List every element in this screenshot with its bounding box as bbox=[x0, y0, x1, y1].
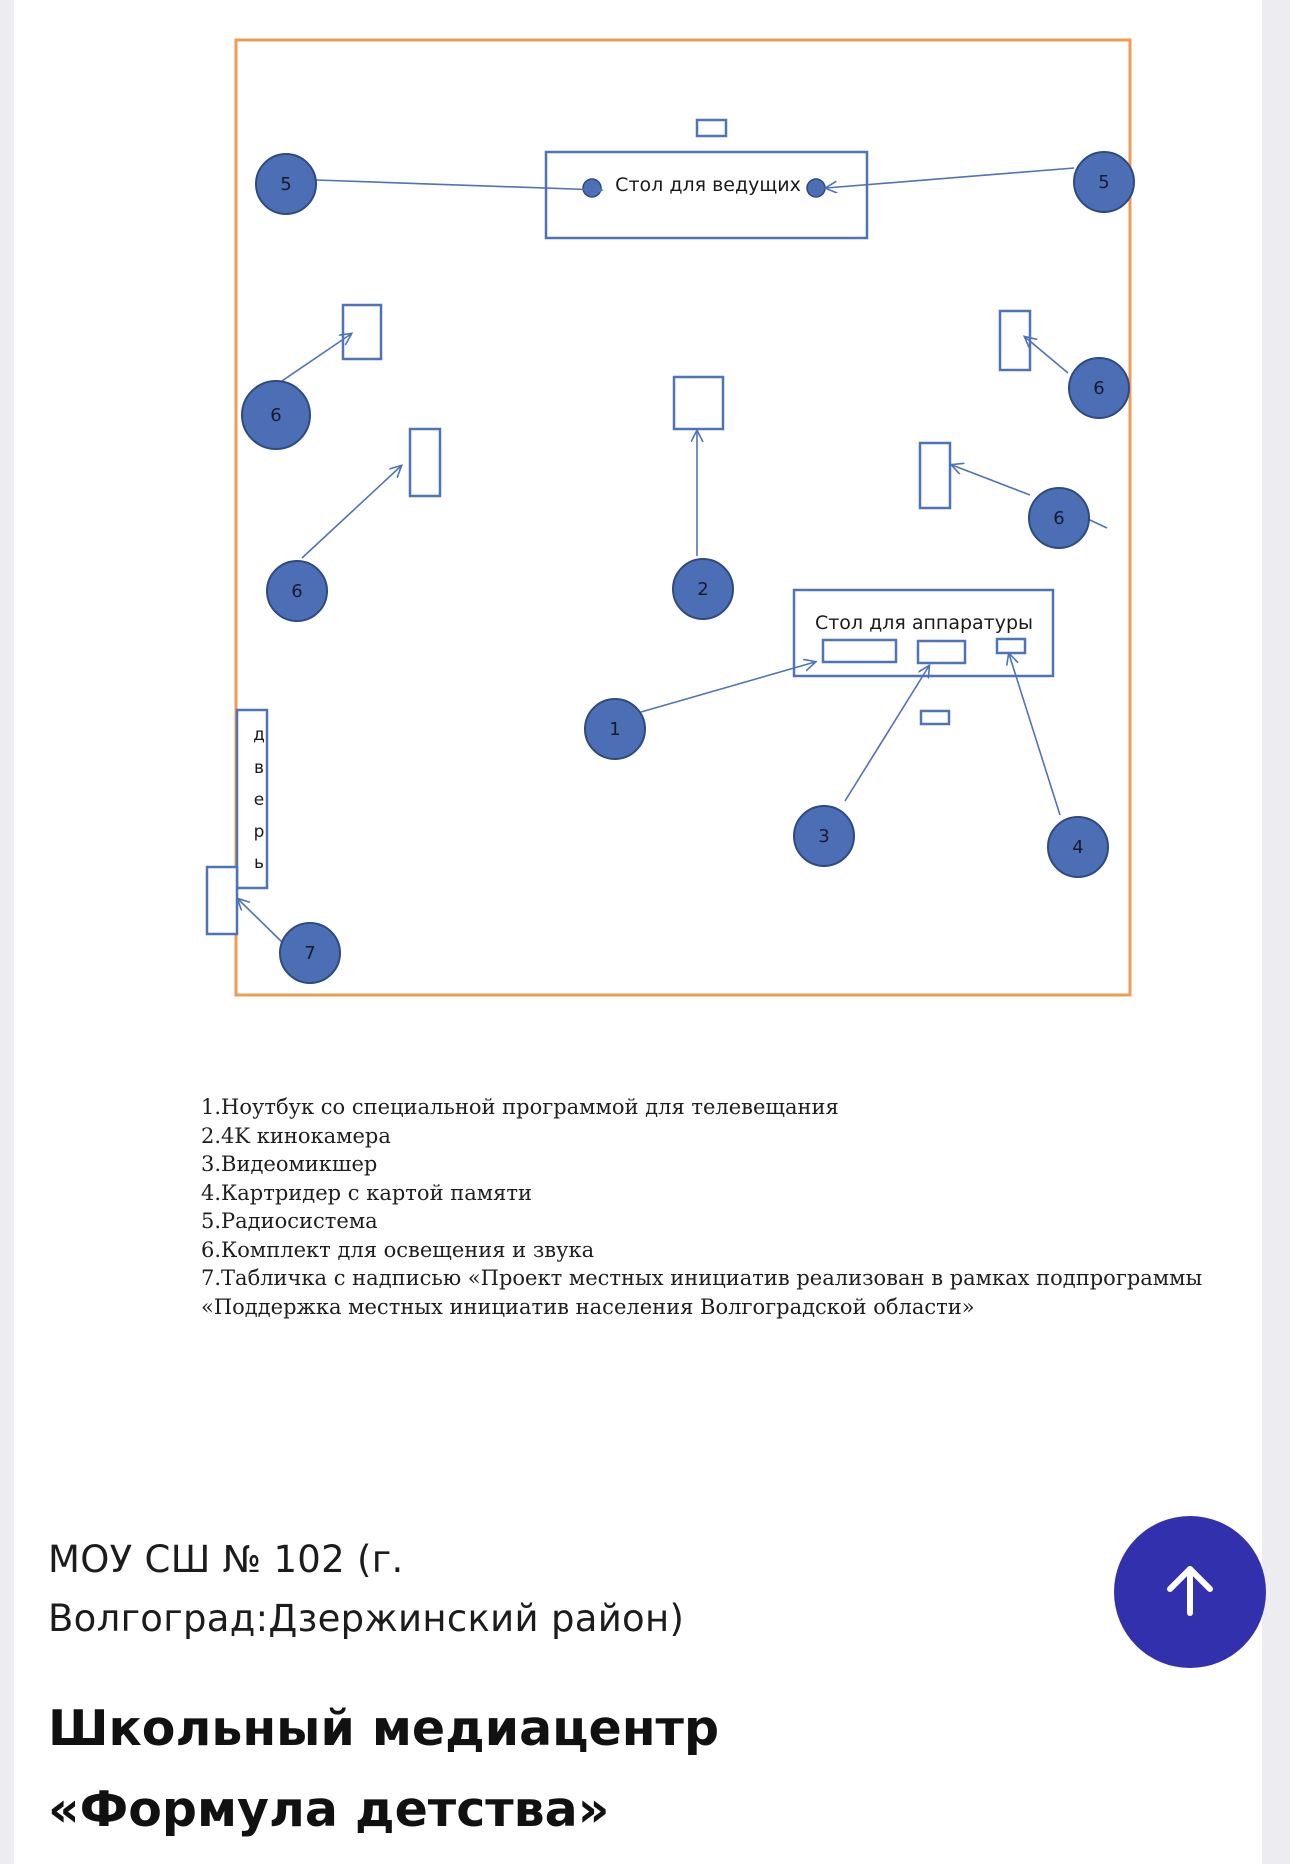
door bbox=[235, 708, 269, 890]
school-name-line-1: МОУ СШ № 102 (г. bbox=[48, 1538, 404, 1581]
svg-text:3: 3 bbox=[818, 826, 829, 847]
legend-item: «Поддержка местных инициатив населения В… bbox=[201, 1294, 975, 1319]
marker-6-lower-right: 6 bbox=[1028, 487, 1090, 549]
svg-text:1: 1 bbox=[609, 719, 620, 740]
project-title: Школьный медиацентр «Формула детства» bbox=[48, 1688, 948, 1850]
legend-item: 3.Видеомикшер bbox=[201, 1152, 378, 1176]
marker-5-left: 5 bbox=[255, 153, 317, 215]
legend-item: 4.Картридер с картой памяти bbox=[201, 1180, 532, 1205]
marker-2: 2 bbox=[672, 558, 734, 620]
small-rect-top bbox=[695, 118, 728, 138]
door-letter-1: д bbox=[253, 725, 265, 745]
svg-text:5: 5 bbox=[1098, 172, 1109, 193]
svg-text:2: 2 bbox=[697, 579, 708, 600]
studio-floor-plan: Стол для ведущих Стол для аппаратуры д в… bbox=[205, 38, 1135, 997]
legend-item: 6.Комплект для освещения и звука bbox=[201, 1237, 595, 1262]
svg-text:4: 4 bbox=[1072, 837, 1083, 858]
marker-1: 1 bbox=[584, 698, 646, 760]
svg-text:7: 7 bbox=[304, 943, 315, 964]
marker-4: 4 bbox=[1047, 816, 1109, 878]
marker-3: 3 bbox=[793, 805, 855, 867]
light-stand-2 bbox=[408, 427, 442, 498]
light-stand-4 bbox=[918, 441, 952, 510]
light-stand-1 bbox=[341, 303, 383, 361]
school-name: МОУ СШ № 102 (г. Волгоград:Дзержинский р… bbox=[48, 1530, 948, 1648]
equipment-legend: 1.Ноутбук со специальной программой для … bbox=[201, 1093, 1203, 1321]
marker-6-upper-left: 6 bbox=[241, 380, 311, 450]
legend-item: 1.Ноутбук со специальной программой для … bbox=[201, 1095, 839, 1119]
marker-5-right: 5 bbox=[1073, 151, 1135, 213]
presenter-table-label: Стол для ведущих bbox=[615, 174, 801, 196]
sign-plate bbox=[205, 865, 239, 936]
legend-item: 5.Радиосистема bbox=[201, 1209, 378, 1233]
school-name-line-2: Волгоград:Дзержинский район) bbox=[48, 1597, 685, 1640]
arrows bbox=[238, 167, 1108, 944]
svg-text:6: 6 bbox=[270, 405, 281, 426]
door-letter-3: е bbox=[254, 790, 264, 810]
card-reader-box bbox=[995, 637, 1027, 655]
floor-plan-diagram: Стол для ведущих Стол для аппаратуры д в… bbox=[205, 38, 1135, 997]
svg-text:6: 6 bbox=[1093, 378, 1104, 399]
light-stand-3 bbox=[998, 309, 1032, 372]
marker-6-upper-right: 6 bbox=[1068, 357, 1130, 419]
microphone-right bbox=[806, 178, 826, 198]
door-letter-2: в bbox=[254, 758, 264, 778]
laptop-box bbox=[821, 638, 898, 664]
arrow-up-icon bbox=[1158, 1559, 1222, 1626]
svg-text:6: 6 bbox=[291, 581, 302, 602]
project-title-line-2: «Формула детства» bbox=[48, 1781, 610, 1838]
door-letter-5: ь bbox=[254, 853, 264, 873]
svg-text:5: 5 bbox=[280, 174, 291, 195]
legend-item: 2.4K кинокамера bbox=[201, 1123, 391, 1148]
marker-6-lower-left: 6 bbox=[266, 560, 328, 622]
small-rect-bottom bbox=[919, 709, 951, 726]
microphone-left bbox=[582, 178, 602, 198]
mixer-box bbox=[916, 639, 967, 665]
camera-box bbox=[672, 375, 725, 431]
legend-item: 7.Табличка с надписью «Проект местных ин… bbox=[201, 1266, 1203, 1290]
room-border bbox=[234, 38, 1132, 997]
project-title-line-1: Школьный медиацентр bbox=[48, 1700, 720, 1757]
scroll-to-top-button[interactable] bbox=[1114, 1516, 1266, 1668]
marker-7: 7 bbox=[279, 922, 341, 984]
equipment-table-label: Стол для аппаратуры bbox=[815, 612, 1033, 634]
door-letter-4: р bbox=[254, 822, 265, 842]
svg-text:6: 6 bbox=[1053, 508, 1064, 529]
